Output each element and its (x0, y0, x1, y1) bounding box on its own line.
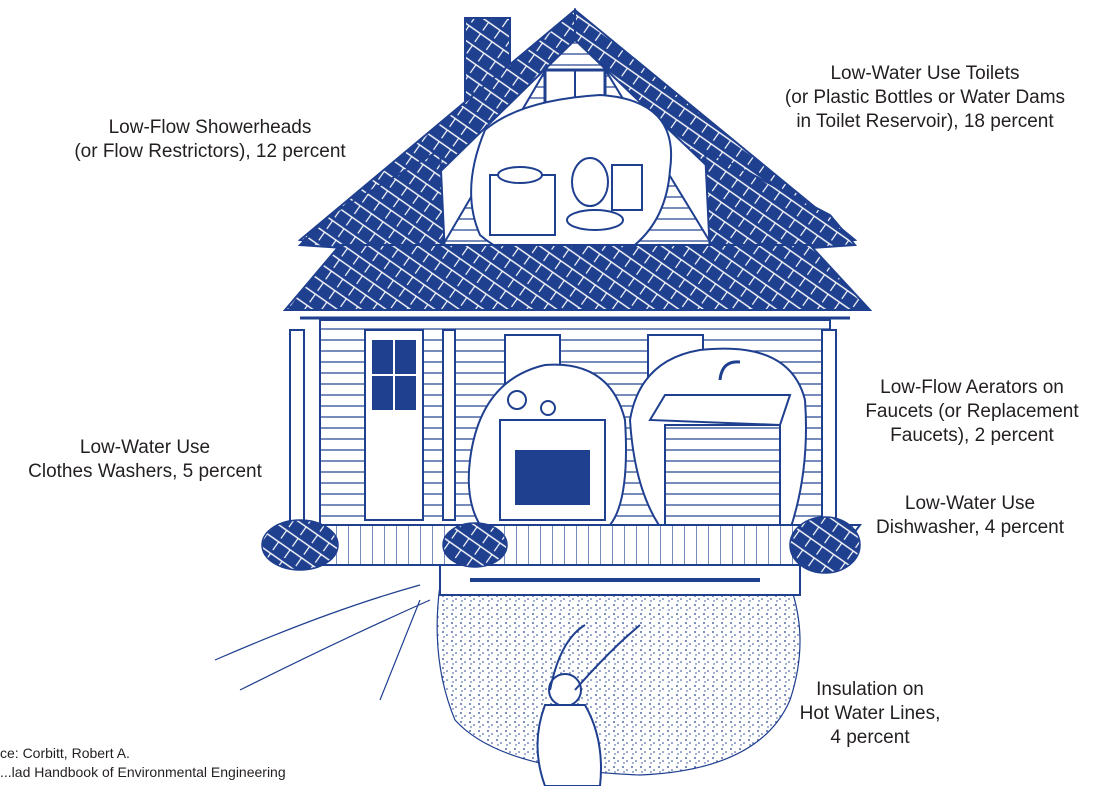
roof-right-mass (703, 148, 858, 257)
porch-post-left (289, 329, 305, 531)
person-figure (536, 624, 641, 786)
label-showerheads: Low-Flow Showerheads (or Flow Restrictor… (74, 117, 346, 162)
shrub-center (442, 522, 508, 568)
label-clothes-washers: Low-Water Use Clothes Washers, 5 percent (28, 437, 262, 482)
label-toilets: Low-Water Use Toilets (or Plastic Bottle… (784, 63, 1066, 132)
shrub-right (789, 516, 861, 574)
source-citation: ce: Corbitt, Robert A. ...lad Handbook o… (0, 745, 286, 780)
porch-roof (282, 244, 873, 311)
roof-left-mass (297, 148, 447, 257)
label-insulation: Insulation on Hot Water Lines, 4 percent (799, 679, 941, 748)
porch-floor (288, 524, 862, 566)
porch-post-mid (442, 329, 456, 521)
shrub-left (261, 519, 339, 571)
porch-post-right (821, 329, 837, 531)
ground (436, 584, 801, 776)
label-dishwasher: Low-Water Use Dishwasher, 4 percent (876, 493, 1064, 538)
label-aerators: Low-Flow Aerators on Faucets (or Replace… (865, 377, 1079, 446)
yard-lines (214, 584, 431, 701)
